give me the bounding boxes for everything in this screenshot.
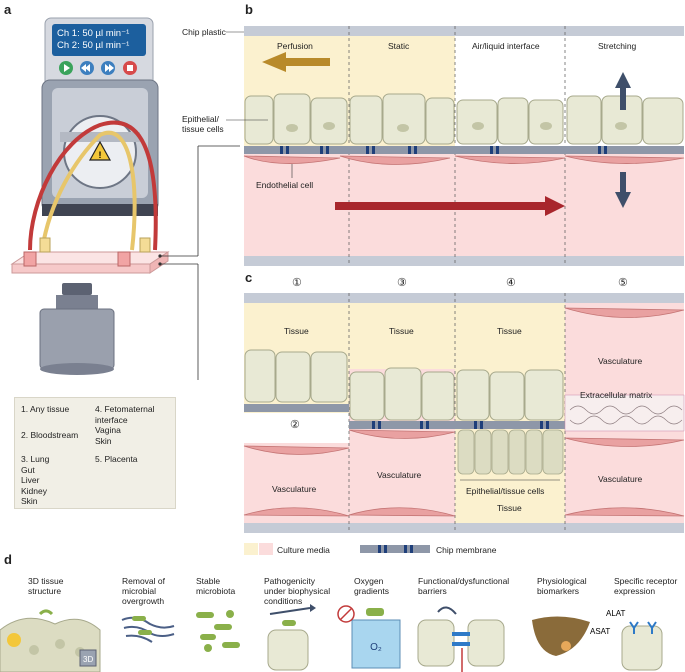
chip-plastic-top <box>244 26 684 36</box>
legend-tissues: 1. Any tissue 2. Bloodstream 3. Lung Gut… <box>14 397 176 509</box>
pump-screen-text: Ch 1: 50 µl min⁻¹ Ch 2: 50 µl min⁻¹ <box>57 28 129 52</box>
pump-channel-2: Ch 2: 50 µl min⁻¹ <box>57 40 130 51</box>
mode-perfusion: Perfusion <box>277 41 313 51</box>
panel-letter-d: d <box>4 552 12 567</box>
ecm-layer <box>564 394 685 432</box>
stretch-down-arrow <box>615 172 631 208</box>
receptor-icon <box>621 621 663 671</box>
pump-channel-1: Ch 1: 50 µl min⁻¹ <box>57 28 130 39</box>
d-label-barriers: Functional/dysfunctional barriers <box>418 576 510 596</box>
flow-arrow <box>335 196 565 216</box>
panel-a-illustration: ! <box>10 17 240 380</box>
tissue-label-4b: Tissue <box>497 503 522 513</box>
tubing-yellow <box>40 130 137 251</box>
epithelial-label: Epithelial/ tissue cells <box>182 114 224 134</box>
panel-c-diagram <box>243 293 685 533</box>
microscope-objective <box>62 283 92 295</box>
mode-static: Static <box>388 41 410 51</box>
legend-item-3: 3. Lung Gut Liver Kidney Skin <box>21 454 50 506</box>
barrier-icon <box>417 606 505 672</box>
vasculature-label-5b: Vasculature <box>598 474 643 484</box>
chip-plastic-label: Chip plastic <box>182 27 226 37</box>
panel-letter-c: c <box>245 270 253 285</box>
d-label-receptor: Specific receptor expression <box>614 576 678 596</box>
endothelial-layer <box>243 155 685 165</box>
membrane-swatch <box>360 545 430 553</box>
chip-membrane-label: Chip membrane <box>436 545 497 555</box>
mode-air-liquid: Air/liquid interface <box>472 41 540 51</box>
column-number-3: ③ <box>397 277 407 289</box>
column-number-5: ⑤ <box>618 277 628 289</box>
ecm-label: Extracellular matrix <box>580 390 653 400</box>
legend-item-2: 2. Bloodstream <box>21 430 79 440</box>
d-label-removal: Removal of microbial overgrowth <box>122 576 165 606</box>
d-label-3d-tissue: 3D tissue structure <box>28 576 64 596</box>
culture-swatch-vessel <box>259 543 273 555</box>
panel-letter-b: b <box>245 2 253 17</box>
d-label-biomarkers: Physiological biomarkers <box>537 576 587 596</box>
pathogenicity-icon <box>267 604 316 671</box>
culture-media-label: Culture media <box>277 545 330 555</box>
stable-microbiota-icon <box>196 610 240 652</box>
panel-d-icons: O₂ ASAT ALAT <box>0 604 663 672</box>
o2-label: O₂ <box>370 642 382 653</box>
legend-item-4: 4. Fetomaternal interface Vagina Skin <box>95 404 155 446</box>
liver-biomarker-icon <box>532 616 590 656</box>
alat-label: ALAT <box>606 609 626 618</box>
microbe-removal-icon <box>121 616 175 643</box>
tissue-label-1: Tissue <box>284 326 309 336</box>
3d-tissue-icon <box>0 609 101 672</box>
d-label-pathogenicity: Pathogenicity under biophysical conditio… <box>264 576 331 606</box>
asat-label: ASAT <box>590 627 610 636</box>
tubing-red <box>28 120 158 251</box>
perfusion-arrow <box>262 52 330 72</box>
chip-plastic-bottom <box>244 256 684 266</box>
d-label-oxygen: Oxygen gradients <box>354 576 389 596</box>
panel-b-diagram <box>226 26 685 266</box>
column-number-4: ④ <box>506 277 516 289</box>
chip-membrane <box>244 146 684 154</box>
epithelial-tissue-label: Epithelial/tissue cells <box>466 486 545 496</box>
vasculature-label-5a: Vasculature <box>598 356 643 366</box>
column-number-1: ① <box>292 277 302 289</box>
d-label-stable: Stable microbiota <box>196 576 236 596</box>
oxygen-gradient-icon <box>337 605 401 669</box>
panel-letter-a: a <box>4 2 12 17</box>
stretch-up-arrow <box>615 72 631 110</box>
legend-item-1: 1. Any tissue <box>21 404 70 414</box>
mode-stretching: Stretching <box>598 41 637 51</box>
tissue-label-3: Tissue <box>389 326 414 336</box>
columnar-epithelium <box>457 429 564 475</box>
vasculature-label-3: Vasculature <box>377 470 422 480</box>
epithelial-cell-row <box>244 93 684 145</box>
legend-item-5: 5. Placenta <box>95 454 138 464</box>
endothelial-label: Endothelial cell <box>256 180 314 190</box>
bloodstream-gap <box>244 413 349 443</box>
warning-icon <box>88 140 112 161</box>
badge-3d: 3D <box>83 655 94 664</box>
svg-text:!: ! <box>99 150 102 160</box>
column-number-2: ② <box>290 419 300 431</box>
vasculature-label-1: Vasculature <box>272 484 317 494</box>
pump-screen <box>52 24 146 56</box>
culture-swatch-tissue <box>244 543 258 555</box>
tissue-label-4: Tissue <box>497 326 522 336</box>
